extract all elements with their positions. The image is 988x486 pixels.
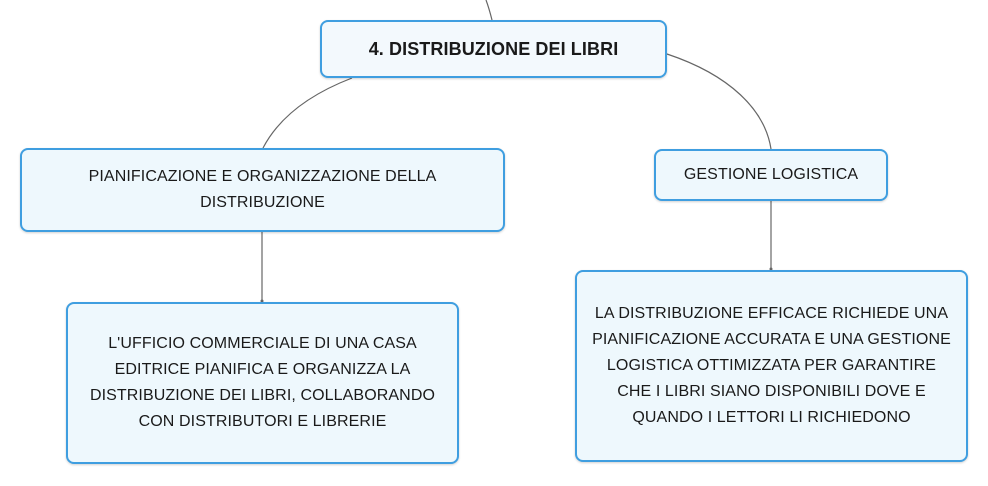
- connector-tip-logistics-detail: [769, 267, 773, 271]
- connector-parent-to-root: [485, 0, 493, 21]
- planning-topic-node[interactable]: PIANIFICAZIONE E ORGANIZZAZIONE DELLA DI…: [20, 148, 505, 232]
- root-topic-label: 4. DISTRIBUZIONE DEI LIBRI: [368, 39, 619, 59]
- logistics-detail-label: LA DISTRIBUZIONE EFFICACE RICHIEDE UNA P…: [592, 305, 951, 426]
- connector-root-to-planning: [262, 77, 353, 149]
- logistics-topic-label: GESTIONE LOGISTICA: [683, 166, 859, 183]
- planning-detail-label: L'UFFICIO COMMERCIALE DI UNA CASA EDITRI…: [89, 335, 436, 430]
- planning-topic-label: PIANIFICAZIONE E ORGANIZZAZIONE DELLA DI…: [88, 168, 437, 211]
- connector-root-to-logistics: [666, 53, 772, 150]
- root-topic-node[interactable]: 4. DISTRIBUZIONE DEI LIBRI: [320, 20, 667, 78]
- logistics-topic-node[interactable]: GESTIONE LOGISTICA: [654, 149, 888, 201]
- logistics-detail-node[interactable]: LA DISTRIBUZIONE EFFICACE RICHIEDE UNA P…: [575, 270, 968, 462]
- planning-detail-node[interactable]: L'UFFICIO COMMERCIALE DI UNA CASA EDITRI…: [66, 302, 459, 464]
- connector-tip-planning-detail: [260, 299, 264, 303]
